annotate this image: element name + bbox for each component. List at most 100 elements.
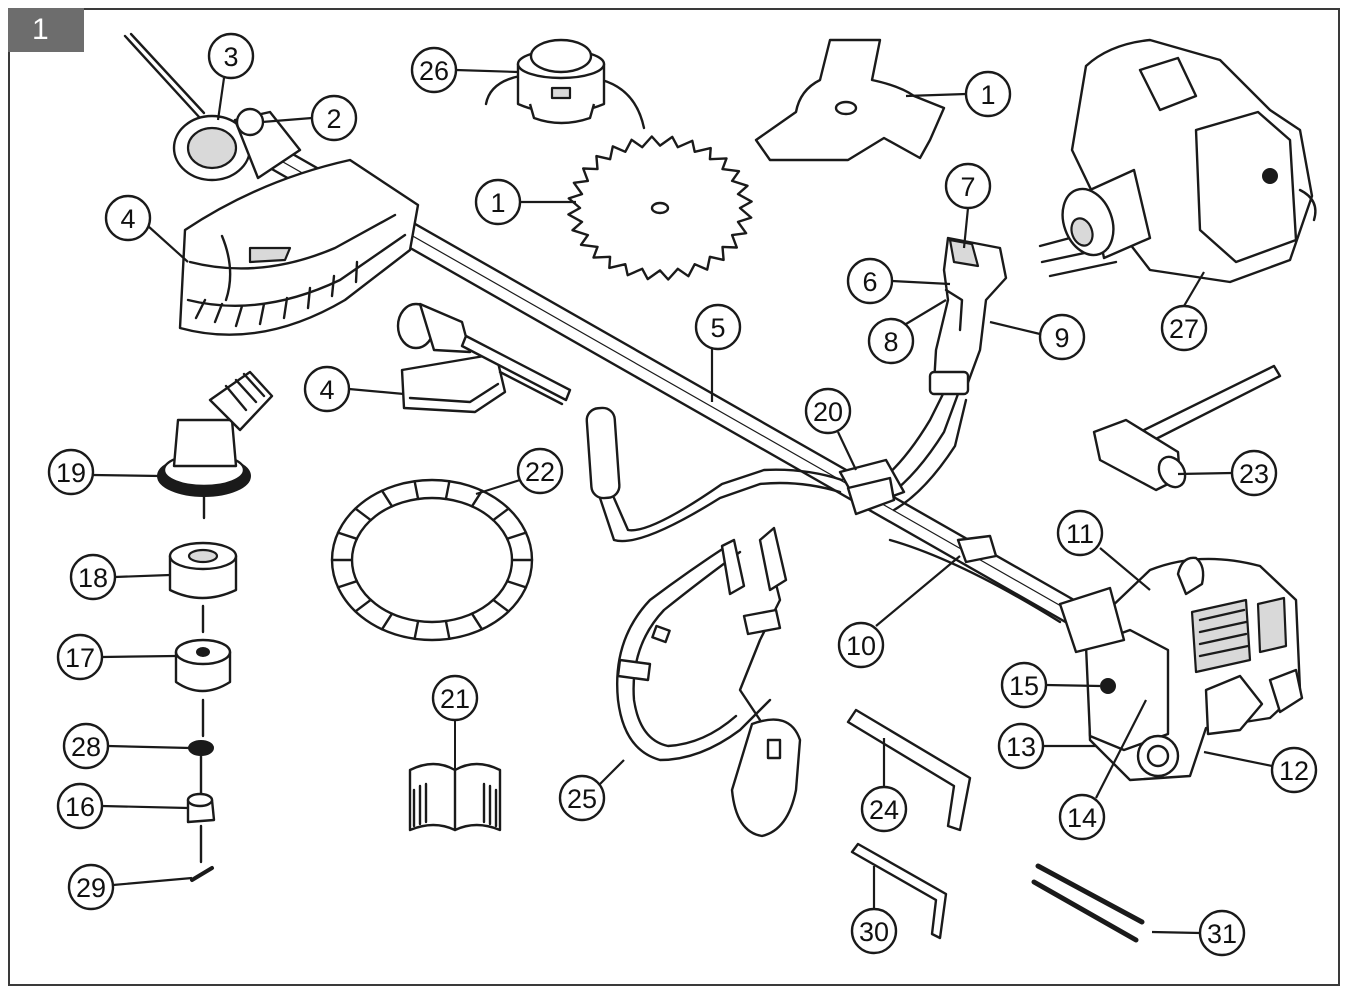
callout-circle — [67, 863, 115, 911]
callout-circle — [69, 553, 117, 601]
callout-28: 28 — [62, 722, 110, 770]
callout-number: 20 — [813, 397, 843, 427]
callout-circle — [1198, 909, 1246, 957]
callout-circle — [474, 178, 522, 226]
callout-30: 30 — [850, 907, 898, 955]
callout-number: 21 — [440, 684, 470, 714]
callout-circle — [1038, 313, 1086, 361]
callout-1: 1 — [964, 70, 1012, 118]
callout-number: 7 — [960, 172, 975, 202]
callout-number: 25 — [567, 784, 597, 814]
callout-number: 15 — [1009, 671, 1039, 701]
callout-circle — [1000, 661, 1048, 709]
callout-14: 14 — [1058, 793, 1106, 841]
callout-number: 13 — [1006, 732, 1036, 762]
callout-22: 22 — [516, 447, 564, 495]
callout-number: 10 — [846, 631, 876, 661]
callout-11: 11 — [1056, 509, 1104, 557]
callout-number: 23 — [1239, 459, 1269, 489]
callout-number: 22 — [525, 457, 555, 487]
callout-number: 8 — [883, 327, 898, 357]
callout-circle — [207, 32, 255, 80]
callout-circle — [558, 774, 606, 822]
callout-circle — [62, 722, 110, 770]
trimmer-line-strips — [1031, 863, 1145, 943]
callout-number: 4 — [120, 204, 135, 234]
callout-circle — [1160, 304, 1208, 352]
harness — [616, 526, 802, 838]
callout-23: 23 — [1230, 449, 1278, 497]
callout-number: 12 — [1279, 756, 1309, 786]
callout-4: 4 — [303, 365, 351, 413]
callout-31: 31 — [1198, 909, 1246, 957]
callout-number: 16 — [65, 792, 95, 822]
callout-circle — [850, 907, 898, 955]
callout-21: 21 — [431, 674, 479, 722]
callout-circle — [837, 621, 885, 669]
spark-plug-wrench — [1092, 364, 1282, 492]
callout-circle — [867, 317, 915, 365]
callout-circle — [56, 782, 104, 830]
callout-number: 1 — [490, 188, 505, 218]
callout-circle — [1270, 746, 1318, 794]
engine-view-top — [1038, 38, 1317, 284]
callout-circle — [694, 303, 742, 351]
callout-circle — [1056, 509, 1104, 557]
hex-key-small — [850, 842, 948, 940]
saw-blade — [567, 135, 753, 281]
callout-circle — [56, 633, 104, 681]
callout-6: 6 — [846, 257, 894, 305]
callout-circle — [431, 674, 479, 722]
callout-26: 26 — [410, 46, 458, 94]
callout-25: 25 — [558, 774, 606, 822]
callout-number: 31 — [1207, 919, 1237, 949]
callout-number: 9 — [1054, 323, 1069, 353]
hex-key-large — [846, 708, 972, 832]
cable-clip — [888, 534, 1062, 624]
callout-1: 1 — [474, 178, 522, 226]
engine-view-bottom — [1058, 556, 1304, 782]
callout-13: 13 — [997, 722, 1045, 770]
callout-circle — [516, 447, 564, 495]
trimmer-head-assembly — [123, 32, 420, 336]
callout-number: 19 — [56, 458, 86, 488]
callout-number: 2 — [326, 104, 341, 134]
callout-4: 4 — [104, 194, 152, 242]
callout-circle — [310, 94, 358, 142]
callout-circle — [997, 722, 1045, 770]
callout-number: 27 — [1169, 314, 1199, 344]
callout-number: 11 — [1066, 519, 1094, 549]
callout-9: 9 — [1038, 313, 1086, 361]
callout-circle — [303, 365, 351, 413]
small-guard-head — [396, 302, 572, 414]
leader-lines — [92, 68, 1273, 935]
callout-17: 17 — [56, 633, 104, 681]
callout-circle — [410, 46, 458, 94]
callout-27: 27 — [1160, 304, 1208, 352]
callout-circle — [944, 162, 992, 210]
callout-number: 26 — [419, 56, 449, 86]
figure-frame — [8, 8, 1340, 986]
callout-circle — [1230, 449, 1278, 497]
callout-7: 7 — [944, 162, 992, 210]
callout-number: 18 — [78, 563, 108, 593]
callout-2: 2 — [310, 94, 358, 142]
callout-3: 3 — [207, 32, 255, 80]
callout-number: 5 — [710, 313, 725, 343]
spool-head — [484, 38, 646, 130]
figure-number-tab: 1 — [8, 8, 84, 52]
callout-number: 17 — [65, 643, 95, 673]
callout-circle — [964, 70, 1012, 118]
handle-clamp — [838, 458, 906, 516]
callout-number: 24 — [869, 795, 899, 825]
callout-5: 5 — [694, 303, 742, 351]
gear-head-parts — [157, 370, 274, 882]
callout-number: 30 — [859, 917, 889, 947]
callout-circle — [104, 194, 152, 242]
callout-24: 24 — [860, 785, 908, 833]
shoulder-pad-ring — [330, 478, 534, 642]
callout-15: 15 — [1000, 661, 1048, 709]
